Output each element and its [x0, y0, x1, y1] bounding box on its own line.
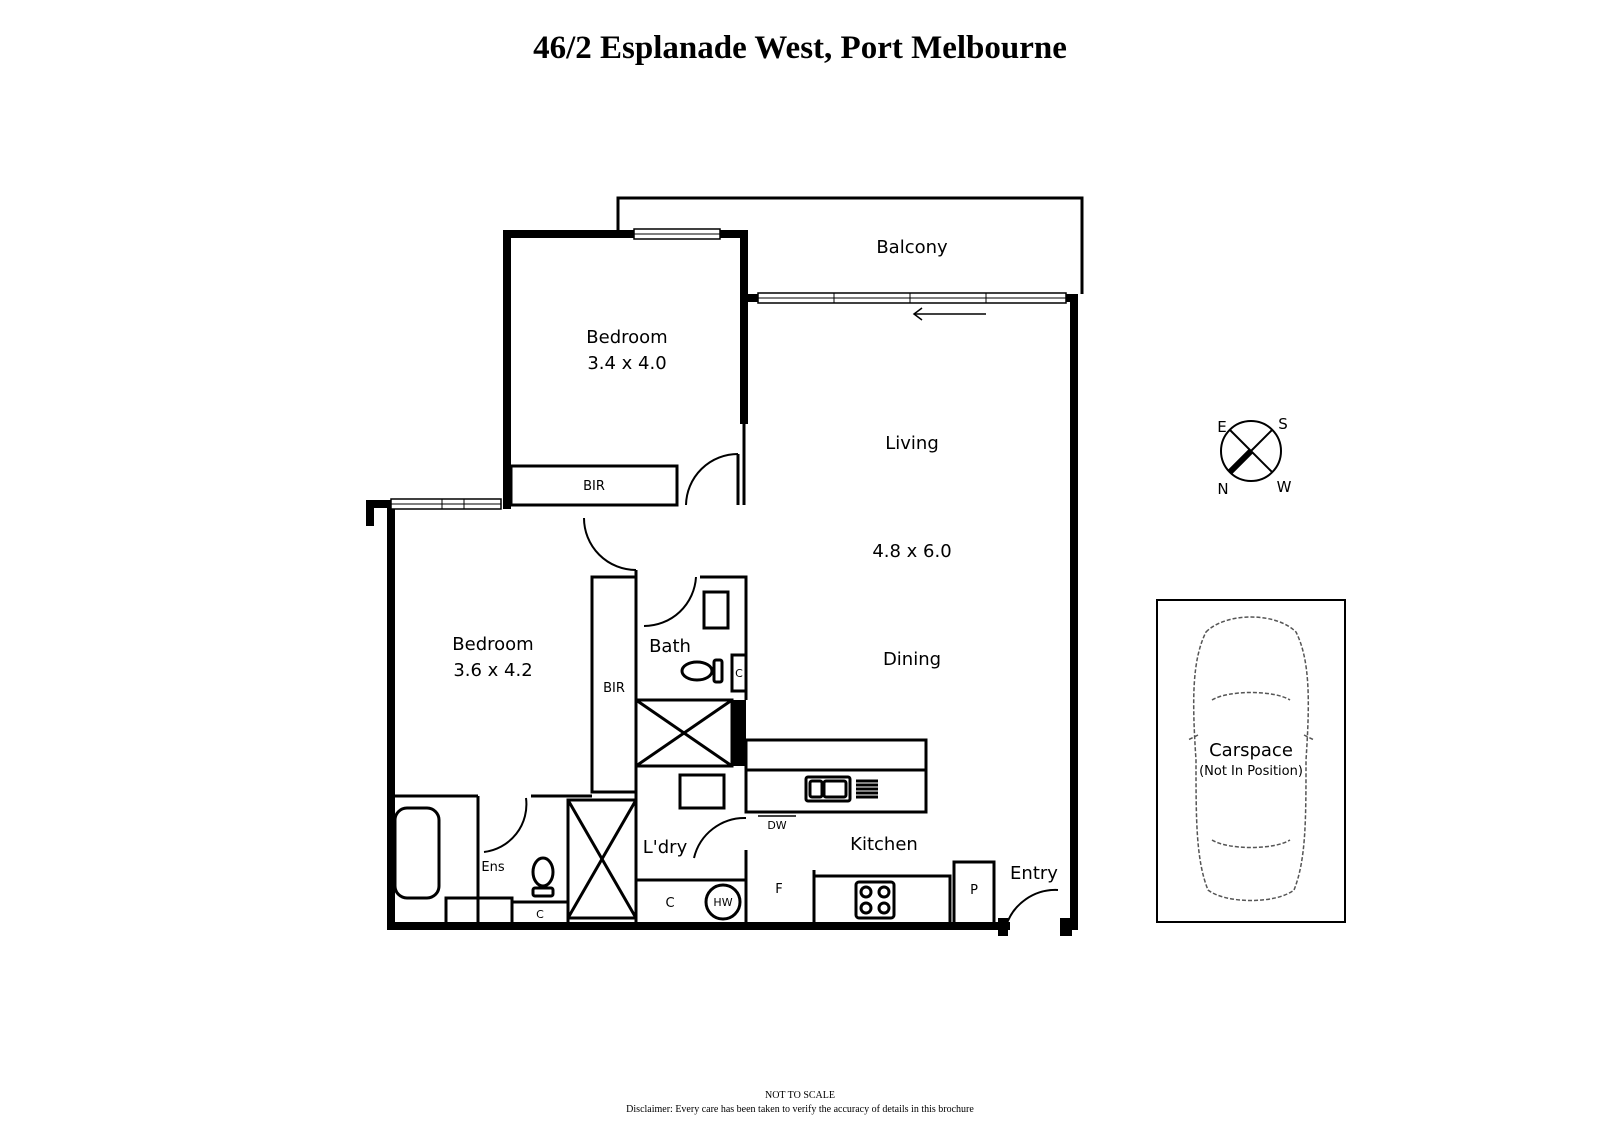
compass: E S N W [1217, 415, 1291, 498]
entry-wall-stubs [998, 918, 1072, 936]
bedroom1-label: Bedroom [586, 327, 667, 348]
living-label: Living [885, 433, 939, 454]
compass-east: E [1217, 418, 1226, 436]
ensuite-label: Ens [481, 860, 504, 875]
interior-walls [391, 420, 996, 928]
windows [390, 228, 1067, 510]
dining-label: Dining [883, 649, 941, 670]
bir2-label: BIR [603, 681, 625, 696]
entry-label: Entry [1010, 863, 1058, 884]
car-outline [1187, 616, 1315, 902]
compass-west: W [1277, 478, 1292, 496]
pantry-label: P [970, 883, 978, 898]
laundry-cupboard-label: C [665, 896, 674, 911]
bir1-label: BIR [583, 479, 605, 494]
compass-south: S [1278, 415, 1288, 433]
balcony-outline [616, 196, 1084, 294]
living-size: 4.8 x 6.0 [872, 541, 951, 562]
compass-north: N [1217, 480, 1228, 498]
laundry-label: L'dry [643, 837, 688, 858]
bedroom2-label: Bedroom [452, 634, 533, 655]
carspace-note: (Not In Position) [1199, 764, 1303, 779]
page-title: 46/2 Esplanade West, Port Melbourne [533, 30, 1067, 66]
sliding-arrow [912, 307, 986, 321]
ensuite-cupboard-label: C [536, 908, 544, 921]
scale-note: NOT TO SCALE [764, 1090, 835, 1101]
carspace-label: Carspace [1209, 740, 1293, 761]
kitchen-label: Kitchen [850, 834, 918, 855]
balcony-label: Balcony [876, 237, 948, 258]
hot-water-label: HW [713, 896, 732, 909]
fridge-label: F [775, 882, 782, 897]
bath-cupboard-label: C [735, 667, 743, 680]
dishwasher-label: DW [767, 819, 786, 832]
door-swings [483, 453, 1059, 927]
bedroom2-size: 3.6 x 4.2 [453, 660, 532, 681]
bath-label: Bath [649, 636, 691, 657]
carspace: Carspace (Not In Position) [1156, 599, 1346, 923]
disclaimer: Disclaimer: Every care has been taken to… [626, 1104, 974, 1115]
bedroom1-size: 3.4 x 4.0 [587, 353, 666, 374]
wall-block [732, 700, 746, 766]
